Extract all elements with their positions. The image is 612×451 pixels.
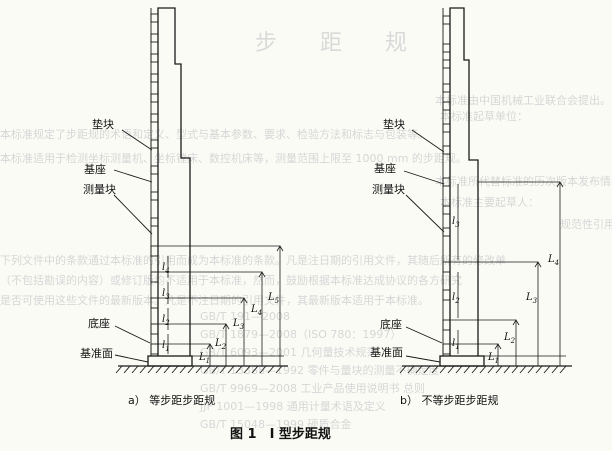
panel-b-reference-lines bbox=[450, 181, 566, 357]
panel-b-label-gauge-block: 测量块 bbox=[372, 183, 405, 196]
panel-a-dim-L2: L2 bbox=[214, 338, 227, 351]
panel-b-label-base: 基座 bbox=[374, 161, 396, 175]
panel-a-dim-l3: l3 bbox=[162, 288, 170, 301]
bg-line-10: GB/T 6093—2001 几何量技术规范 bbox=[200, 345, 377, 359]
panel-b-dim-L1: L1 bbox=[487, 352, 499, 365]
panel-b-dim-l1: l1 bbox=[452, 338, 460, 351]
bg-line-14: GB/T 15048—1999 硬质合金 bbox=[200, 417, 351, 431]
bg-line-16: 本标准主要起草人： bbox=[440, 195, 539, 209]
panel-a-dim-l2: l2 bbox=[162, 314, 170, 327]
panel-b-dim-l3: l3 bbox=[452, 216, 460, 229]
panel-b-label-pad-block: 垫块 bbox=[383, 117, 405, 131]
panel-a-dim-l4: l4 bbox=[162, 262, 170, 275]
bg-line-6: （不包括勘误的内容）或修订版均不适用于本标准，然而，鼓励根据本标准达成协议的各方… bbox=[0, 273, 462, 287]
panel-b-column bbox=[449, 7, 479, 356]
panel-b-base-foot bbox=[439, 355, 485, 367]
panel-b-L-dims bbox=[494, 181, 564, 366]
bg-line-4: 规范性引用文件 bbox=[560, 217, 612, 231]
panel-a-equal-step-gauge: l1 l2 l3 l4 L1 L2 L3 L4 L5 垫块 基座 测量块 底座 … bbox=[80, 7, 288, 407]
panel-a-base-foot bbox=[147, 355, 193, 367]
background-text: 步 距 规 本标准由中国机械工业联合会提出。 本标准规定了步距规的术语和定义、型… bbox=[0, 31, 612, 431]
panel-a-leaders bbox=[113, 129, 153, 363]
panel-a-caption: a） 等步距步距规 bbox=[128, 393, 215, 407]
bg-line-9: GB/T 1879—2008（ISO 780：1997） bbox=[200, 328, 401, 341]
panel-a-label-gauge-block: 测量块 bbox=[83, 183, 116, 196]
panel-a-dim-L4: L4 bbox=[250, 304, 262, 317]
panel-b-dim-l2: l2 bbox=[452, 292, 460, 305]
panel-a-dim-L5: L5 bbox=[267, 292, 280, 305]
bg-line-0: 本标准由中国机械工业联合会提出。 bbox=[435, 93, 611, 107]
bg-line-2: 本标准适用于检测坐标测量机、坐标镗床、数控机床等，测量范围上限至 1000 mm… bbox=[0, 151, 467, 165]
bg-line-7: 是否可使用这些文件的最新版本。凡是不注日期的引用文件，其最新版本适用于本标准。 bbox=[0, 293, 429, 307]
panel-a-L-dims bbox=[206, 245, 284, 366]
panel-a-dim-l1: l1 bbox=[162, 340, 170, 353]
panel-b-dim-L2: L2 bbox=[503, 332, 516, 345]
panel-b-step-blocks bbox=[442, 15, 451, 355]
panel-a-step-blocks bbox=[150, 13, 159, 355]
panel-a-ground bbox=[115, 365, 288, 374]
bg-line-11: GB/T 13388—1992 零件与量块的测量不确定度 bbox=[200, 363, 439, 377]
panel-b-dim-labels: l1 l2 l3 L1 L2 L3 L4 bbox=[452, 216, 559, 365]
panel-b-caption: b） 不等步距步距规 bbox=[400, 393, 498, 407]
panel-b-leaders bbox=[403, 129, 445, 363]
panel-a-dim-labels: l1 l2 l3 l4 L1 L2 L3 L4 L5 bbox=[162, 262, 280, 365]
panel-b-dim-L3: L3 bbox=[525, 292, 538, 305]
bg-line-8: GB/T 191—2008 bbox=[200, 310, 290, 323]
bg-line-5: 下列文件中的条款通过本标准的引用而成为本标准的条款。凡是注日期的引用文件，其随后… bbox=[0, 253, 506, 267]
bg-line-3: 本标准所代替标准的历次版本发布情况为： bbox=[435, 174, 612, 188]
panel-a-dim-L3: L3 bbox=[232, 318, 245, 331]
panel-a-label-pad-block: 垫块 bbox=[92, 117, 114, 131]
panel-b-unequal-step-gauge: l1 l2 l3 L1 L2 L3 L4 垫块 基座 测量块 底座 基准面 b）… bbox=[370, 7, 572, 407]
bg-heading: 步 距 规 bbox=[255, 31, 425, 56]
panel-b-label-bottom-base: 底座 bbox=[380, 317, 402, 331]
panel-a-label-base: 基座 bbox=[84, 162, 106, 176]
panel-a-dim-L1: L1 bbox=[198, 352, 210, 365]
panel-b-ground bbox=[399, 365, 572, 374]
panel-a-label-datum: 基准面 bbox=[80, 347, 113, 360]
bg-line-12: GB/T 9969—2008 工业产品使用说明书 总则 bbox=[200, 381, 425, 395]
bg-line-1: 本标准规定了步距规的术语和定义、型式与基本参数、要求、检验方法和标志与包装等。 bbox=[0, 127, 429, 141]
figure-title: 图 1 I 型步距规 bbox=[230, 426, 331, 442]
panel-a-column bbox=[157, 7, 191, 356]
bg-line-15: 本标准起草单位： bbox=[440, 109, 528, 123]
panel-b-dim-L4: L4 bbox=[547, 254, 559, 267]
bg-line-13: JJF 1001—1998 通用计量术语及定义 bbox=[199, 399, 386, 413]
panel-a-reference-lines bbox=[158, 245, 284, 357]
panel-b-label-datum: 基准面 bbox=[370, 346, 403, 359]
panel-a-label-bottom-base: 底座 bbox=[88, 316, 110, 330]
